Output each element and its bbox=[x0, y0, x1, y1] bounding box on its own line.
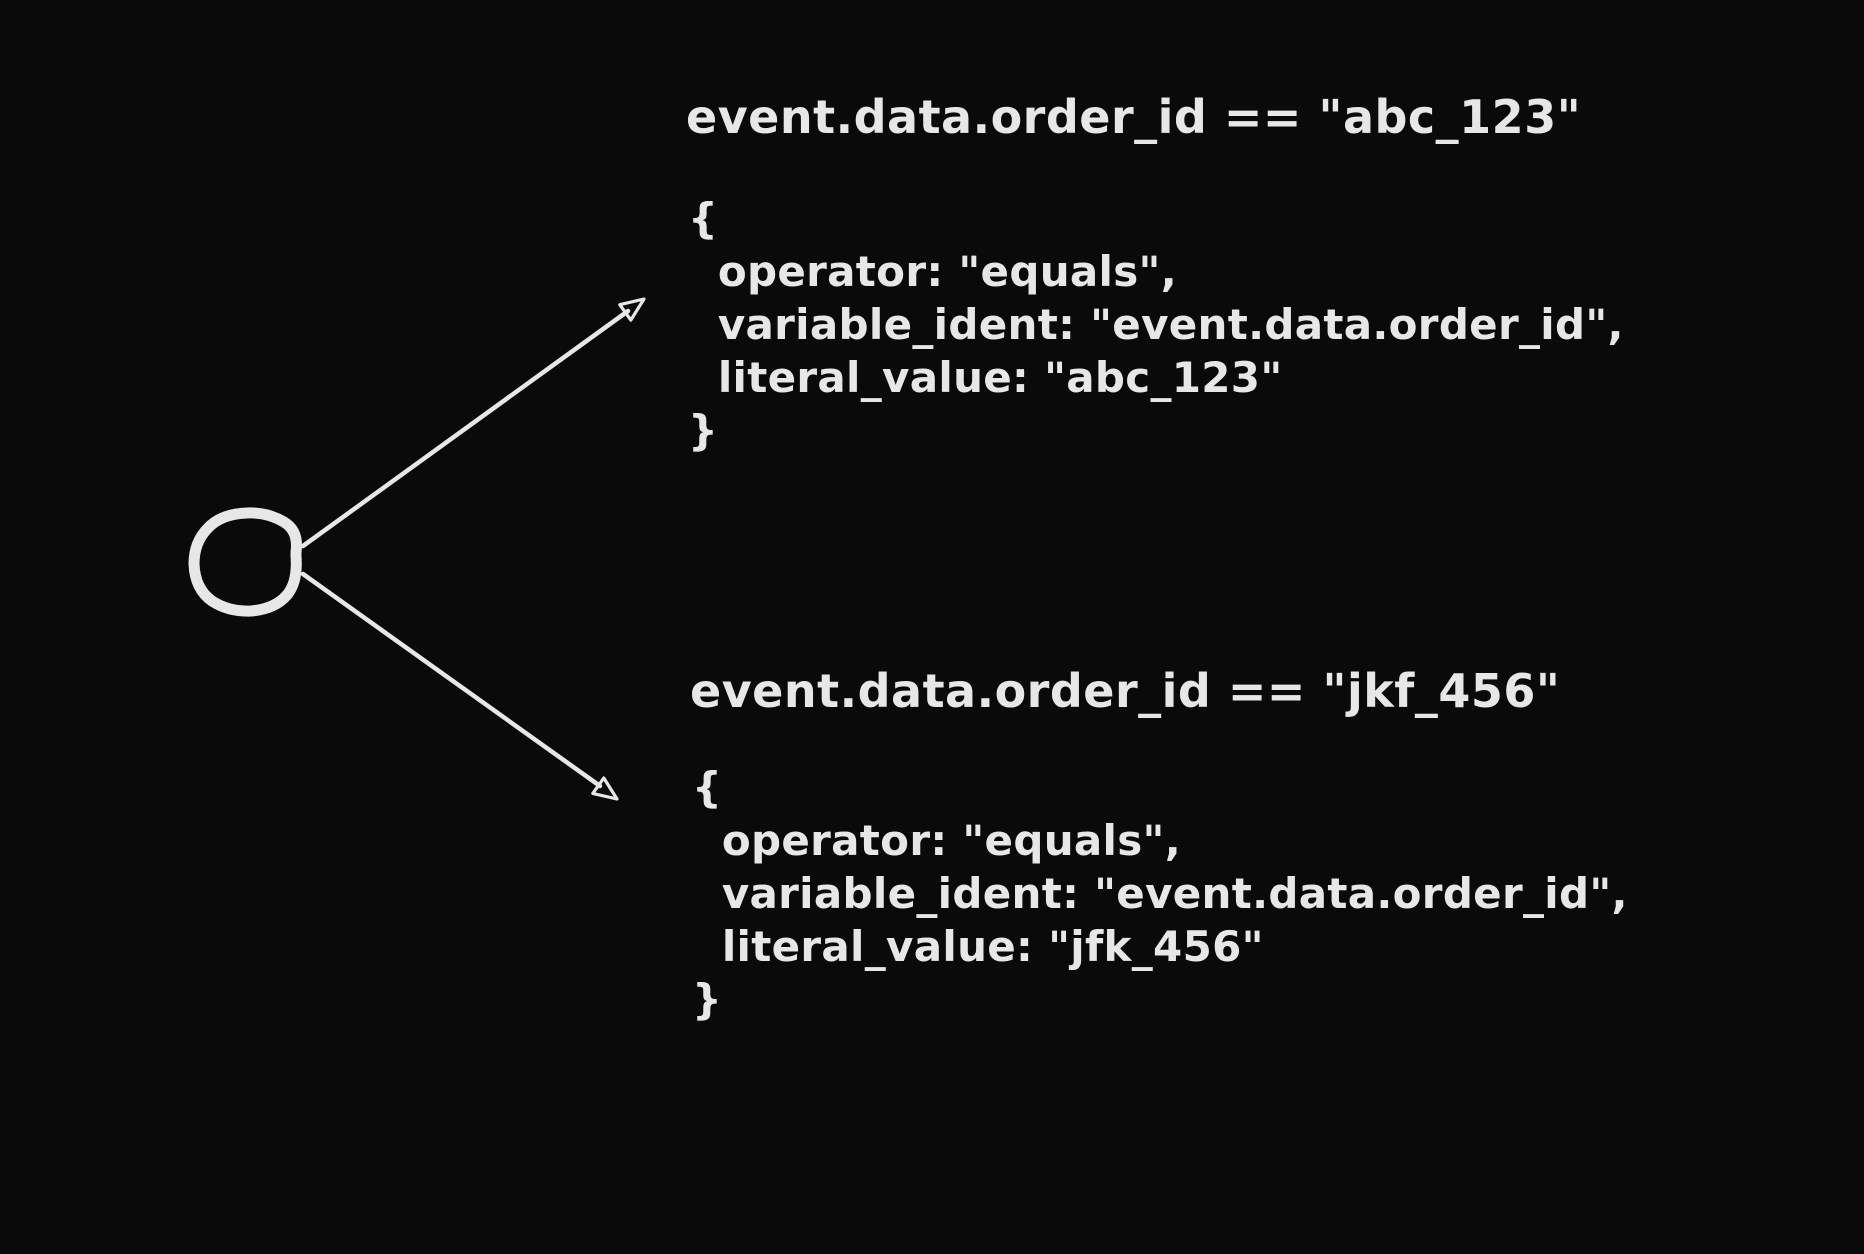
circle-node-icon bbox=[188, 507, 302, 617]
arrowhead-top-icon bbox=[618, 297, 646, 322]
branch-2-code-block: { operator: "equals", variable_ident: "e… bbox=[692, 763, 1628, 1024]
branch-2-title: event.data.order_id == "jkf_456" bbox=[690, 664, 1561, 718]
arrowhead-bottom-icon bbox=[591, 776, 619, 801]
branch-1-title: event.data.order_id == "abc_123" bbox=[686, 90, 1582, 144]
branch-1-code-block: { operator: "equals", variable_ident: "e… bbox=[688, 194, 1624, 455]
arrow-to-branch-2 bbox=[300, 571, 619, 801]
arrow-to-branch-1 bbox=[300, 297, 646, 549]
